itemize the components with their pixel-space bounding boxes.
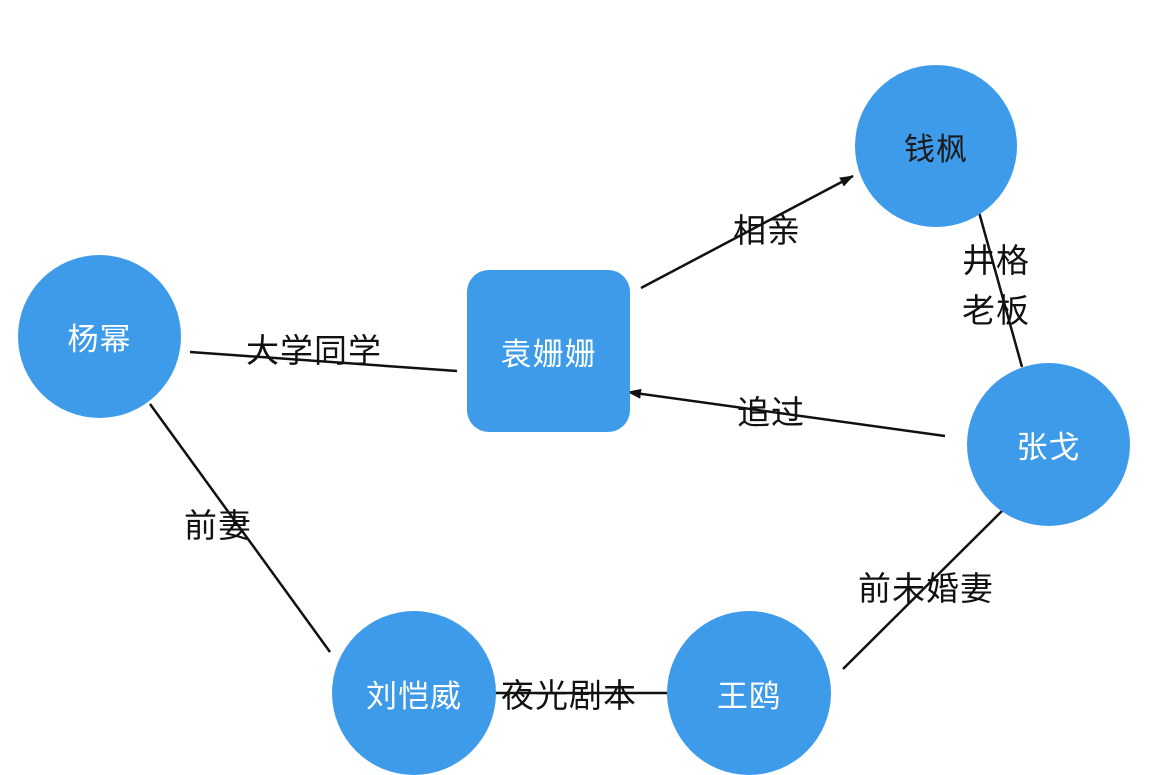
- edge-label-liu-wang: 夜光剧本: [501, 676, 637, 715]
- node-wang-ou-label: 王鸥: [717, 678, 781, 715]
- node-wang-ou: 王鸥: [667, 611, 831, 775]
- edge-label-yang-yuan: 大学同学: [246, 331, 382, 370]
- node-yuan-shanshan-label: 袁姗姗: [500, 336, 597, 373]
- edge-yang-yuan-line: [189, 350, 458, 373]
- node-zhang-ge-label: 张戈: [1016, 430, 1081, 466]
- edge-label-yuan-qian: 相亲: [733, 211, 801, 250]
- edge-label-qian-zhang-line1: 井格: [962, 241, 1030, 280]
- edge-label-zhang-yuan: 追过: [737, 393, 805, 432]
- edge-label-zhang-wang: 前未婚妻: [858, 569, 994, 608]
- edge-label-qian-zhang-line2: 老板: [962, 291, 1030, 330]
- edge-zhang-wang-line: [842, 509, 1004, 670]
- edge-yuan-qian-arrow: [640, 174, 854, 290]
- node-qian-feng: 钱枫: [855, 65, 1017, 227]
- edge-label-yang-liu: 前妻: [184, 506, 252, 545]
- edge-yang-liu-line: [148, 403, 332, 653]
- edge-qian-zhang-line: [975, 204, 1024, 368]
- node-zhang-ge: 张戈: [967, 363, 1130, 526]
- node-yang-mi-label: 杨幂: [67, 322, 132, 358]
- node-qian-feng-label: 钱枫: [904, 131, 968, 168]
- node-liu-kaiwei: 刘恺威: [332, 611, 496, 775]
- node-yang-mi: 杨幂: [18, 255, 181, 418]
- node-liu-kaiwei-label: 刘恺威: [366, 678, 462, 715]
- node-yuan-shanshan: 袁姗姗: [467, 270, 630, 432]
- edge-zhang-yuan-arrow: [627, 388, 946, 438]
